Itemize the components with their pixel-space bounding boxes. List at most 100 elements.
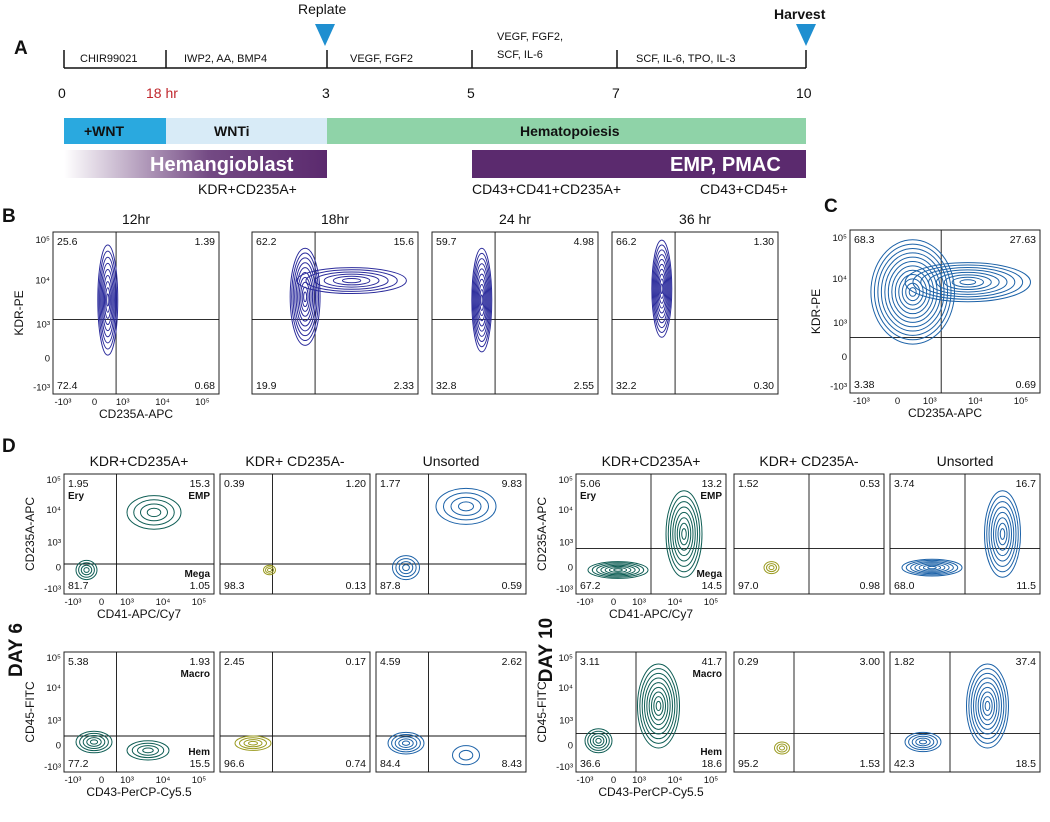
- contour-line: [884, 256, 942, 328]
- y-tick-label: 10⁴: [35, 276, 50, 287]
- contour-line: [970, 672, 1005, 740]
- contour-line: [101, 268, 114, 332]
- quadrant-lr-value: 0.30: [754, 380, 775, 392]
- contour-line: [653, 249, 671, 329]
- plot-title: 18hr: [321, 211, 349, 227]
- marker-cd43-cd41: CD43+CD41+CD235A+: [472, 181, 621, 197]
- day6-label: DAY 6: [6, 623, 27, 677]
- contour-line: [587, 561, 649, 579]
- contour-line: [980, 691, 995, 721]
- contour-line: [653, 696, 664, 716]
- contour-line: [458, 749, 474, 761]
- quadrant-ll-value: 68.0: [894, 580, 915, 592]
- contour-line: [314, 271, 389, 290]
- quadrant-ur-value: 1.39: [195, 236, 216, 248]
- y-tick-label: -10³: [44, 584, 61, 595]
- x-tick-label: 10⁵: [704, 775, 719, 786]
- plot-title: KDR+CD235A+: [602, 453, 701, 469]
- x-tick-label: 10³: [120, 597, 134, 608]
- quadrant-ul-value: 1.95: [68, 478, 89, 490]
- contour-line: [904, 262, 1031, 303]
- y-tick-label: 0: [56, 741, 61, 752]
- contour-line: [984, 490, 1021, 578]
- x-tick-label: 0: [611, 597, 616, 608]
- plot-frame: [251, 231, 419, 395]
- contour-line: [608, 567, 628, 573]
- contour-line: [443, 492, 489, 521]
- y-tick-label: 10⁵: [558, 475, 573, 486]
- contour-line: [398, 738, 414, 749]
- quadrant-lr-value: 11.5: [1016, 580, 1036, 592]
- quadrant-lr-value: 1.53: [860, 758, 881, 770]
- contour-line: [239, 737, 267, 750]
- contour-line: [243, 739, 263, 748]
- contour-line: [935, 271, 1000, 293]
- y-tick-label: 10³: [47, 715, 61, 726]
- contour-line: [126, 495, 182, 530]
- x-tick-label: 0: [611, 775, 616, 786]
- quadrant-ll-value: 32.8: [436, 380, 457, 392]
- contour-line: [990, 506, 1015, 562]
- contour-line: [294, 262, 317, 332]
- contour-line: [475, 268, 489, 332]
- contour-line: [648, 686, 669, 726]
- bar-wnt-label: +WNT: [84, 123, 125, 139]
- contour-line: [106, 293, 110, 307]
- contour-line: [637, 663, 680, 749]
- x-tick-label: 10⁵: [1014, 396, 1029, 407]
- contour-line: [477, 278, 487, 322]
- contour-line: [922, 564, 942, 571]
- plot-frame: [733, 651, 885, 773]
- day10-label: DAY 10: [536, 618, 557, 682]
- y-tick-label: 10⁵: [46, 653, 61, 664]
- contour-line: [479, 289, 485, 311]
- plot-title: KDR+ CD235A-: [245, 453, 345, 469]
- contour-line: [655, 259, 669, 319]
- x-axis-label: CD41-APC/Cy7: [609, 607, 693, 621]
- plot-frame: [849, 229, 1041, 394]
- quadrant-lr-value: 0.69: [1016, 379, 1037, 391]
- contour-line: [652, 244, 672, 333]
- day-18hr: 18 hr: [146, 85, 178, 101]
- y-axis-label: CD45-FITC: [535, 681, 549, 743]
- contour-line: [79, 732, 109, 752]
- x-tick-label: 10⁴: [156, 775, 171, 786]
- quadrant-ur-value: 1.93: [190, 656, 211, 668]
- plot-title: Unsorted: [937, 453, 994, 469]
- contour-line: [97, 244, 119, 356]
- contour-line: [920, 266, 1016, 298]
- contour-line: [901, 558, 963, 577]
- contour-line: [986, 495, 1019, 573]
- contour-line: [646, 682, 671, 730]
- contour-line: [768, 565, 775, 571]
- plot-frame: [375, 473, 527, 595]
- quadrant-lr-value: 0.74: [346, 758, 367, 770]
- quadrant-ur-value: 0.53: [860, 478, 881, 490]
- y-tick-label: 10⁵: [46, 475, 61, 486]
- contour-line: [296, 267, 407, 295]
- contour-line: [387, 731, 425, 755]
- contour-line: [658, 273, 666, 304]
- y-axis-label: CD235A-APC: [535, 497, 549, 571]
- contour-line: [478, 283, 486, 317]
- bar-wnt: [64, 118, 166, 144]
- contour-line: [394, 736, 418, 751]
- plot-title: Unsorted: [423, 453, 480, 469]
- panel-label-a: A: [14, 38, 28, 59]
- quadrant-ur-value: 1.20: [346, 478, 367, 490]
- contour-line: [474, 263, 490, 337]
- contour-line: [83, 567, 90, 573]
- quadrant-ll-value: 72.4: [57, 380, 78, 392]
- contour-line: [402, 564, 410, 572]
- x-tick-label: 10³: [116, 397, 130, 408]
- contour-line: [476, 273, 488, 327]
- contour-line: [918, 739, 928, 745]
- quadrant-ur-value: 16.7: [1016, 478, 1037, 490]
- gate-label: Mega: [696, 569, 722, 580]
- quadrant-ul-value: 2.45: [224, 656, 245, 668]
